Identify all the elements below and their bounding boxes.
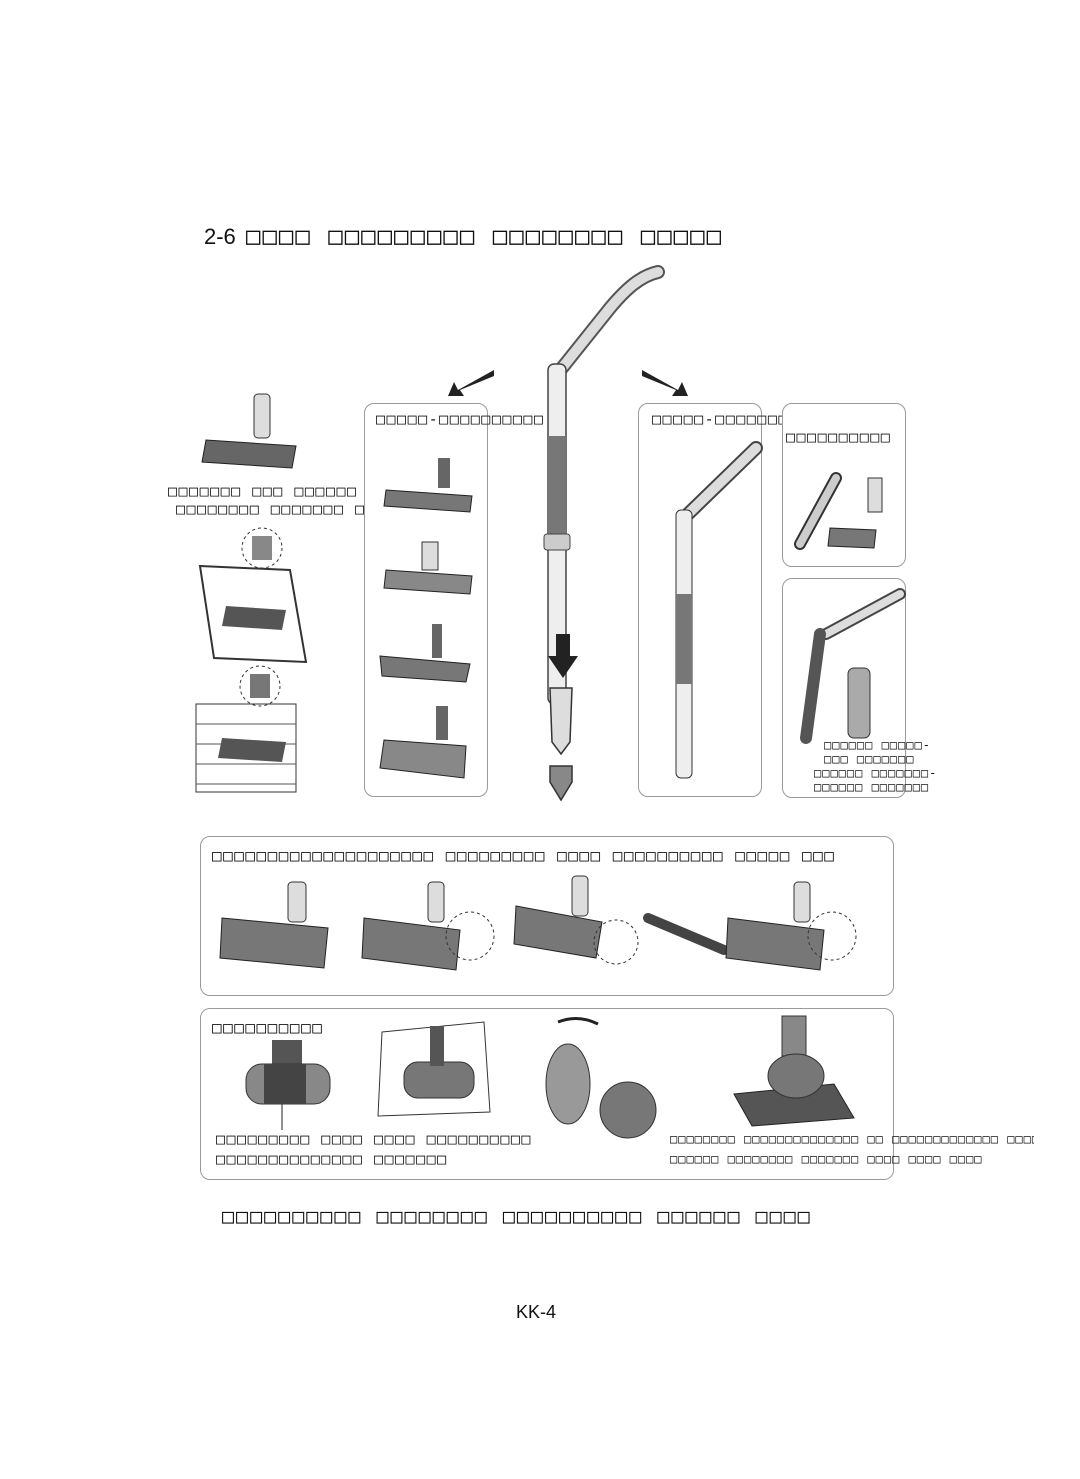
- crevice-tool-illustration: [549, 687, 573, 802]
- turbo-brush-step-2: [361, 881, 495, 971]
- wand-hose-illustration: [543, 265, 665, 705]
- crevice-use-illustration: [800, 588, 906, 744]
- carpet-mode-illustration: [198, 527, 308, 664]
- turbo-brush-step-5: [725, 881, 857, 971]
- turbo-brush-step-3: [513, 875, 639, 965]
- right-caption-4: □□□□□□ □□□□□□□: [814, 780, 930, 794]
- floor-brush-illustration: [201, 393, 297, 469]
- mini-caption-1: □□□□□□□□□ □□□□ □□□□ □□□□□□□□□□: [216, 1130, 532, 1148]
- turbo-title: □□□□□□□□□□□□□□□□□□□□ □□□□□□□□□ □□□□ □□□□…: [212, 846, 836, 865]
- turbo-brush-step-4: [643, 913, 729, 955]
- mini-title: □□□□□□□□□□: [212, 1018, 324, 1037]
- arrow-left-icon: [448, 370, 494, 396]
- panel-b-title-2: □□□□□□□□□□: [786, 428, 892, 446]
- right-caption-2: □□□ □□□□□□□: [824, 752, 915, 766]
- mini-caption-4: □□□□□□ □□□□□□□□ □□□□□□□ □□□□ □□□□ □□□□: [670, 1152, 983, 1166]
- turbo-brush-step-1: [219, 881, 329, 969]
- mini-turbo-illustration-3: [545, 1017, 657, 1139]
- parquet-brush-4: [379, 706, 467, 779]
- page-number: KK-4: [516, 1302, 557, 1322]
- panel-crevice-use: [782, 578, 906, 798]
- bottom-note: □□□□□□□□□□ □□□□□□□□ □□□□□□□□□□ □□□□□□ □□…: [222, 1204, 812, 1228]
- arrow-right-icon: [642, 370, 688, 396]
- right-caption-3: □□□□□□ □□□□□□□-: [814, 766, 938, 780]
- parquet-brush-3: [379, 624, 471, 683]
- upholstery-tool-illustration: [794, 472, 883, 550]
- mini-turbo-illustration-1: [245, 1040, 331, 1130]
- mini-turbo-illustration-2: [377, 1021, 491, 1117]
- panel-a-title: □□□□□-□□□□□□□□□□: [376, 410, 545, 428]
- extension-wand-illustration: [675, 441, 763, 779]
- section-title: □□□□ □□□□□□□□□ □□□□□□□□ □□□□□: [246, 222, 724, 250]
- mini-caption-2: □□□□□□□□□□□□□□ □□□□□□□: [216, 1150, 448, 1168]
- parquet-brush-1: [383, 458, 473, 513]
- arrow-down-icon: [548, 634, 578, 678]
- mini-caption-3: □□□□□□□□ □□□□□□□□□□□□□□ □□ □□□□□□□□□□□□□…: [670, 1132, 1034, 1146]
- mini-turbo-illustration-4: [733, 1015, 855, 1127]
- panel-brush-variants: [364, 403, 488, 797]
- right-caption-1: □□□□□□ □□□□□-: [824, 738, 931, 752]
- section-number: 2-6: [204, 224, 236, 249]
- parquet-brush-2: [383, 541, 473, 595]
- hard-floor-mode-illustration: [195, 665, 297, 793]
